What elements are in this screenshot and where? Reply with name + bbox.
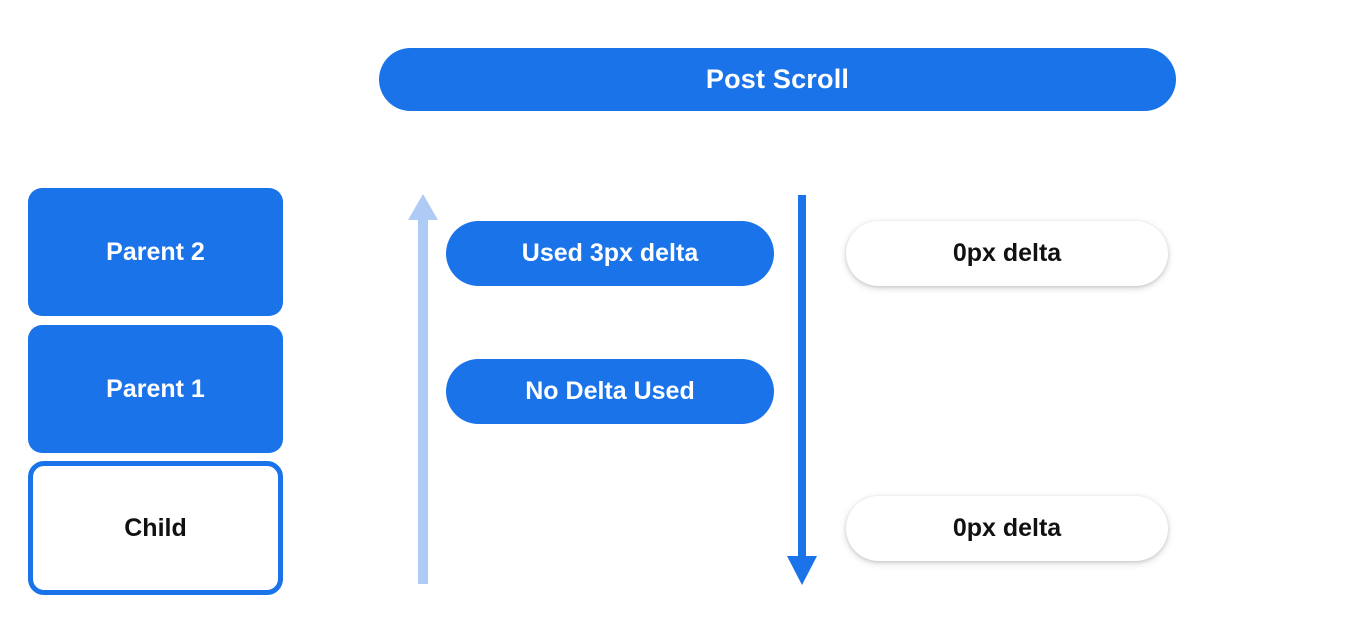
status-pill-no-delta: No Delta Used: [446, 359, 774, 424]
status-pill-zero-delta-top: 0px delta: [846, 221, 1168, 286]
node-parent-2-label: Parent 2: [106, 237, 205, 266]
status-pill-used-delta-label: Used 3px delta: [521, 239, 699, 267]
status-pill-no-delta-label: No Delta Used: [525, 377, 695, 405]
node-child: Child: [28, 461, 283, 595]
status-pill-zero-delta-bottom-label: 0px delta: [952, 514, 1062, 542]
node-parent-1-label: Parent 1: [106, 374, 205, 403]
status-pill-zero-delta-top-label: 0px delta: [952, 239, 1062, 267]
node-parent-1: Parent 1: [28, 325, 283, 453]
status-pill-zero-delta-bottom: 0px delta: [846, 496, 1168, 561]
consumed-delta-up-arrow: [408, 194, 438, 584]
banner-title: Post Scroll: [705, 64, 850, 94]
node-parent-2: Parent 2: [28, 188, 283, 316]
post-scroll-banner: Post Scroll: [379, 48, 1176, 111]
scroll-delta-down-arrow: [787, 195, 817, 585]
node-child-label: Child: [124, 513, 187, 542]
status-pill-used-delta: Used 3px delta: [446, 221, 774, 286]
